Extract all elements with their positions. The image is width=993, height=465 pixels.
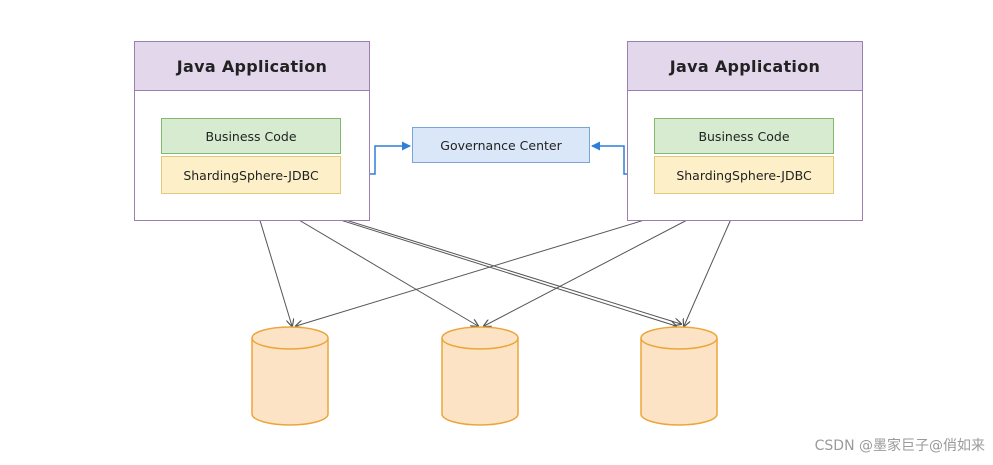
shardingsphere-jdbc-box: ShardingSphere-JDBC: [654, 156, 834, 194]
app-title: Java Application: [135, 42, 369, 91]
database-3: [640, 326, 718, 426]
database-1: [251, 326, 329, 426]
database-2: [441, 326, 519, 426]
business-code-box: Business Code: [161, 118, 341, 154]
shardingsphere-jdbc-box: ShardingSphere-JDBC: [161, 156, 341, 194]
business-code-box: Business Code: [654, 118, 834, 154]
java-application-left: Java Application Business Code ShardingS…: [134, 41, 370, 221]
governance-center-box: Governance Center: [412, 127, 590, 163]
java-application-right: Java Application Business Code ShardingS…: [627, 41, 863, 221]
watermark: CSDN @墨家巨子@俏如来: [814, 438, 985, 454]
app-title: Java Application: [628, 42, 862, 91]
